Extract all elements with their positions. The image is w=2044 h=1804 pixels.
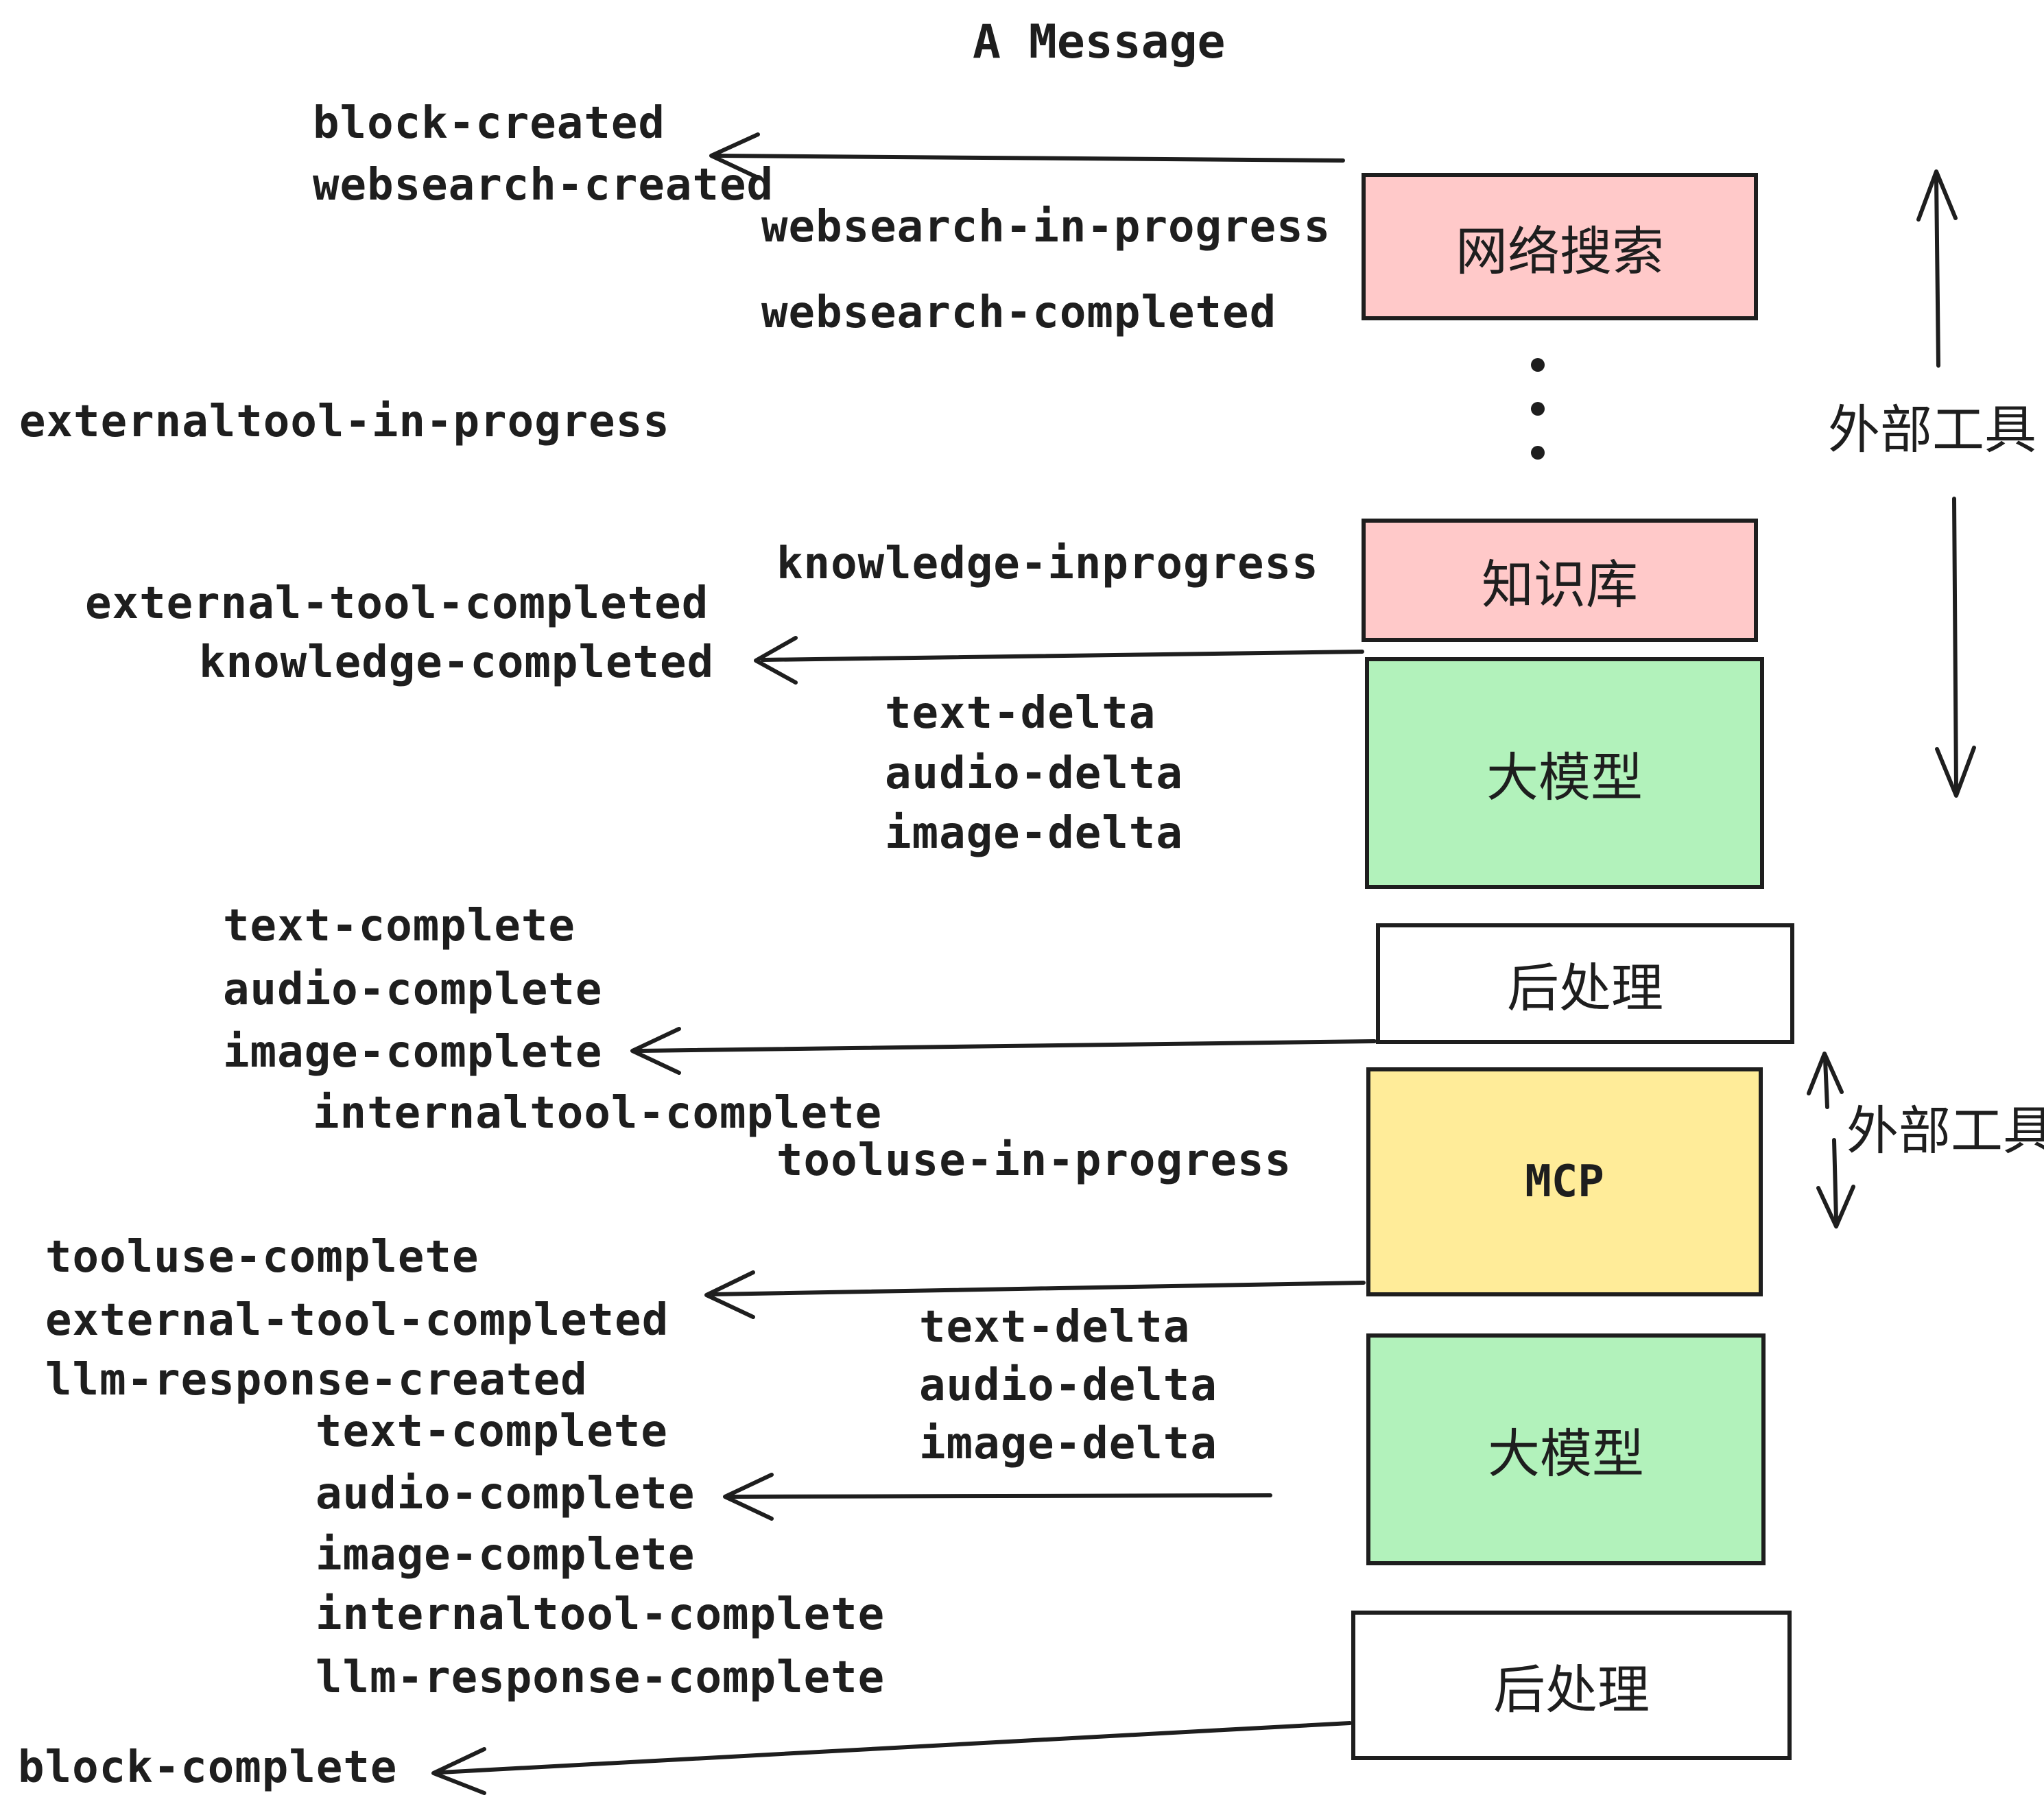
event-tooluse-in-progress: tooluse-in-progress — [776, 1135, 1292, 1186]
arrow-complete-group2-line — [730, 1493, 1272, 1499]
arrow-block-complete-line — [438, 1721, 1352, 1775]
event-websearch-in-progress: websearch-in-progress — [761, 202, 1331, 252]
arrow-knowledge-completed-line — [761, 650, 1364, 662]
event-audio-delta-2: audio-delta — [919, 1360, 1217, 1411]
event-text-complete-2: text-complete — [316, 1406, 668, 1457]
event-block-complete: block-complete — [18, 1742, 398, 1793]
arrow-complete-group1-head — [630, 1027, 681, 1075]
event-image-delta-2: image-delta — [919, 1419, 1217, 1469]
event-knowledge-inprogress: knowledge-inprogress — [776, 538, 1319, 589]
box-postprocess-1-label: 后处理 — [1507, 958, 1663, 1019]
event-llm-response-created: llm-response-created — [45, 1355, 588, 1405]
event-audio-complete-2: audio-complete — [316, 1469, 696, 1519]
box-llm-1: 大模型 — [1365, 657, 1764, 889]
ext-tools-mid-down-head — [1816, 1185, 1855, 1229]
ext-tools-mid-up-line — [1823, 1058, 1829, 1109]
box-knowledge-label: 知识库 — [1482, 554, 1638, 615]
ext-tools-top-up-line — [1934, 176, 1940, 368]
ext-tools-top-up-head — [1916, 169, 1958, 222]
box-postprocess-2: 后处理 — [1351, 1611, 1792, 1760]
box-knowledge: 知识库 — [1362, 519, 1758, 642]
box-mcp-label: MCP — [1525, 1156, 1604, 1207]
ext-tools-mid-down-line — [1832, 1138, 1838, 1222]
event-websearch-completed: websearch-completed — [761, 287, 1277, 338]
box-websearch-label: 网络搜索 — [1455, 220, 1664, 282]
ellipsis-dot-1 — [1531, 358, 1545, 372]
event-knowledge-completed: knowledge-completed — [199, 637, 715, 688]
box-postprocess-2-label: 后处理 — [1493, 1659, 1650, 1720]
box-llm-2-label: 大模型 — [1488, 1423, 1644, 1484]
event-websearch-created: websearch-created — [313, 160, 774, 211]
external-tools-label-mid: 外部工具 — [1846, 1100, 2044, 1161]
ellipsis-dot-3 — [1531, 446, 1545, 460]
event-externaltool-in-progress: externaltool-in-progress — [19, 396, 670, 447]
box-postprocess-1: 后处理 — [1376, 923, 1794, 1044]
box-mcp: MCP — [1366, 1067, 1763, 1296]
event-text-delta-2: text-delta — [919, 1302, 1191, 1353]
ext-tools-top-down-head — [1935, 746, 1976, 798]
event-tooluse-complete: tooluse-complete — [45, 1232, 479, 1283]
event-audio-delta-1: audio-delta — [885, 748, 1183, 799]
event-text-delta-1: text-delta — [885, 688, 1156, 739]
arrow-websearch-created-head — [709, 132, 760, 180]
box-websearch: 网络搜索 — [1362, 173, 1758, 320]
event-block-created: block-created — [313, 98, 665, 149]
arrow-tooluse-complete-head — [704, 1270, 755, 1319]
external-tools-label-top: 外部工具 — [1828, 399, 2036, 460]
arrow-complete-group1-line — [637, 1039, 1377, 1053]
event-image-delta-1: image-delta — [885, 808, 1183, 859]
arrow-complete-group2-head — [723, 1473, 774, 1521]
box-llm-2: 大模型 — [1366, 1333, 1766, 1565]
ellipsis-dot-2 — [1531, 402, 1545, 416]
event-internaltool-complete-2: internaltool-complete — [316, 1589, 886, 1640]
event-external-tool-completed-2: external-tool-completed — [45, 1295, 669, 1346]
ext-tools-top-down-line — [1952, 497, 1958, 791]
event-image-complete-1: image-complete — [223, 1027, 603, 1078]
box-llm-1-label: 大模型 — [1486, 747, 1643, 808]
event-external-tool-completed: external-tool-completed — [85, 578, 709, 629]
event-text-complete-1: text-complete — [223, 901, 575, 951]
ext-tools-mid-up-head — [1807, 1052, 1844, 1095]
event-audio-complete-1: audio-complete — [223, 964, 603, 1015]
arrow-tooluse-complete-line — [711, 1281, 1366, 1296]
event-llm-response-complete: llm-response-complete — [316, 1652, 886, 1703]
arrow-block-complete-head — [431, 1747, 486, 1795]
diagram-title: A Message — [973, 15, 1226, 69]
arrow-websearch-created-line — [716, 154, 1345, 163]
arrow-knowledge-completed-head — [754, 636, 798, 685]
event-image-complete-2: image-complete — [316, 1530, 696, 1580]
event-internaltool-complete-1: internaltool-complete — [313, 1088, 883, 1139]
